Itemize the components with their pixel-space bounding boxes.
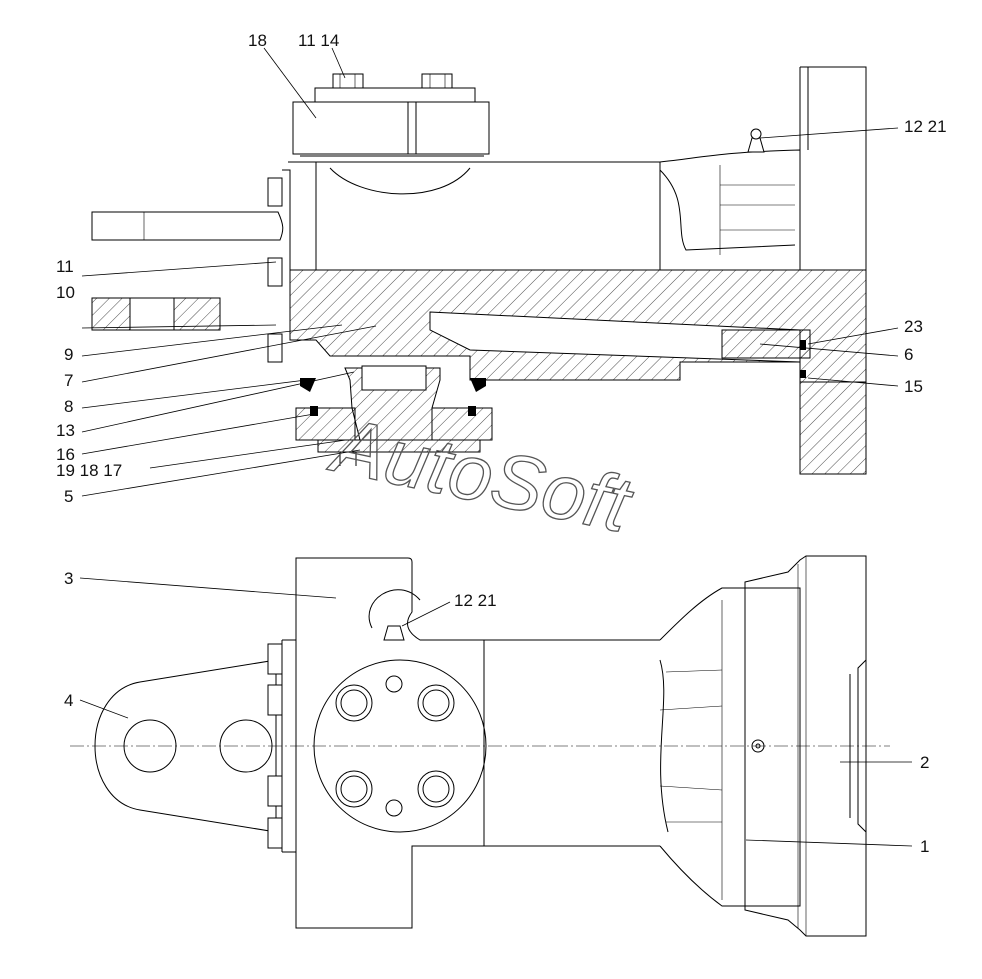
callout-11: 11 bbox=[56, 257, 74, 276]
callout-18-top: 18 bbox=[248, 31, 267, 50]
callout-8: 8 bbox=[64, 397, 73, 416]
cylinder-body bbox=[288, 149, 801, 270]
callout-13: 13 bbox=[56, 421, 75, 440]
flange-right bbox=[799, 66, 867, 475]
callout-labels: 18 11 14 12 21 11 10 9 7 8 13 16 19 18 1… bbox=[56, 31, 947, 856]
callout-10: 10 bbox=[56, 283, 75, 302]
bracket-outline bbox=[295, 557, 485, 929]
callout-9: 9 bbox=[64, 345, 73, 364]
callout-23: 23 bbox=[904, 317, 923, 336]
grease-fitting-top bbox=[747, 128, 765, 153]
top-clamp bbox=[292, 73, 490, 157]
leader-lines bbox=[79, 47, 913, 847]
callout-11-14: 11 14 bbox=[298, 31, 339, 50]
callout-2: 2 bbox=[920, 753, 929, 772]
left-fork bbox=[91, 169, 291, 363]
callout-16: 16 bbox=[56, 445, 75, 464]
rod-section bbox=[91, 269, 867, 383]
fork-eye bbox=[94, 659, 277, 833]
section-view bbox=[91, 66, 867, 475]
callout-1: 1 bbox=[920, 837, 929, 856]
callout-7: 7 bbox=[64, 371, 73, 390]
callout-19-18-17: 19 18 17 bbox=[56, 461, 122, 480]
callout-4: 4 bbox=[64, 691, 73, 710]
callout-6: 6 bbox=[904, 345, 913, 364]
piston-head bbox=[295, 365, 493, 466]
callout-12-21-bottom: 12 21 bbox=[454, 591, 497, 610]
callout-3: 3 bbox=[64, 569, 73, 588]
callout-5: 5 bbox=[64, 487, 73, 506]
plan-view bbox=[70, 555, 890, 937]
callout-12-21-top: 12 21 bbox=[904, 117, 947, 136]
callout-15: 15 bbox=[904, 377, 923, 396]
